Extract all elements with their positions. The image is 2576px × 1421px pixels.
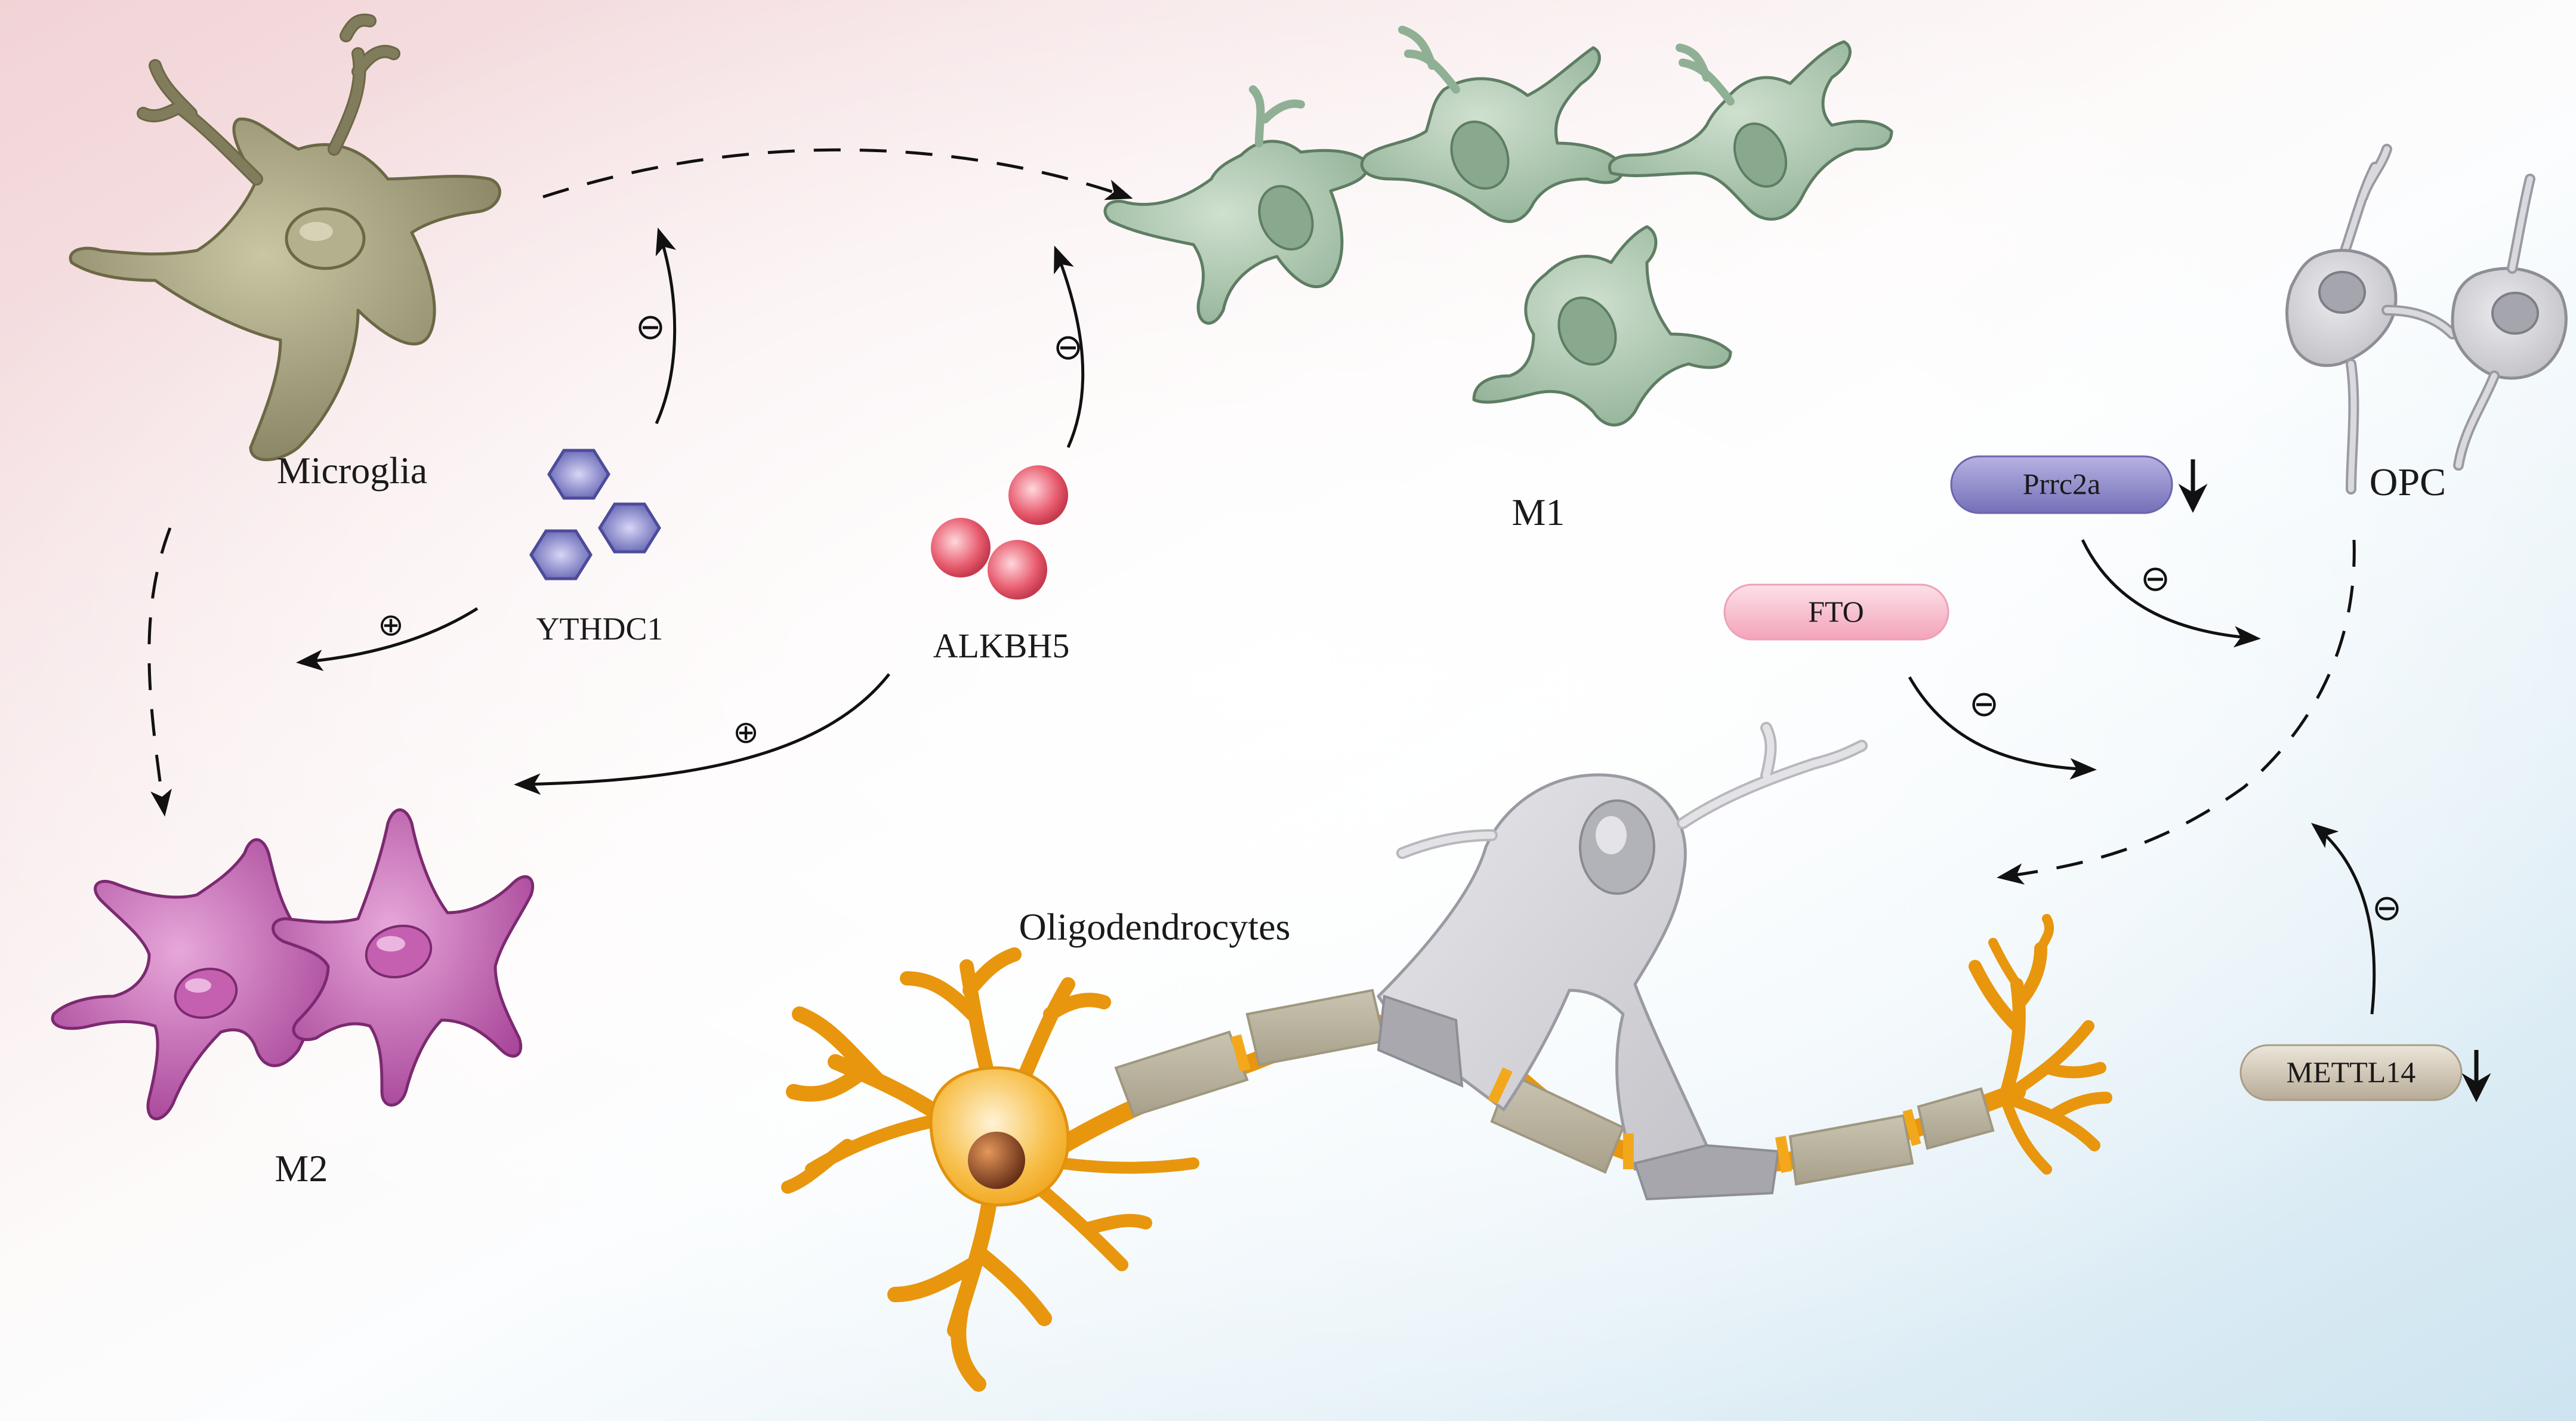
fto-to-opc-arrow	[1908, 676, 2097, 780]
neuron-nucleus	[968, 1132, 1025, 1189]
fto-pill: FTO	[1723, 583, 1949, 641]
m1-cell	[1608, 40, 1893, 221]
m2-cell	[51, 838, 336, 1120]
nodes-of-ranvier	[1230, 1034, 1921, 1173]
opc-label: OPC	[2370, 461, 2446, 504]
alkbh5-molecules	[931, 465, 1068, 600]
opc-cell	[2285, 144, 2458, 495]
solid-arrows	[296, 227, 2376, 1015]
plus-sign-icon: ⊕	[733, 715, 759, 750]
ythdc1-promotes-m2-arrow	[296, 607, 479, 671]
m2-label: M2	[275, 1147, 328, 1190]
alkbh5-inhibits-m1-arrow	[1054, 245, 1085, 449]
plus-sign-icon: ⊕	[378, 607, 404, 643]
m1-cell	[1360, 26, 1625, 223]
microglia-to-m2-arrow	[147, 527, 172, 817]
m1-cell	[1472, 225, 1732, 427]
minus-sign-icon: ⊖	[1969, 683, 1999, 725]
prrc2a-label: Prrc2a	[2023, 467, 2101, 501]
prrc2a-to-opc-arrow	[2081, 539, 2261, 648]
m1-cell	[1103, 85, 1369, 325]
dashed-arrows	[147, 148, 2356, 885]
mettl14-label: METTL14	[2287, 1055, 2416, 1089]
microglia-cell	[69, 13, 501, 462]
opc-to-oligodendrocyte-arrow	[1997, 539, 2356, 885]
minus-sign-icon: ⊖	[635, 306, 665, 348]
axon-terminals	[1969, 914, 2112, 1175]
oligodendrocyte-cell	[1377, 722, 1868, 1201]
minus-sign-icon: ⊖	[1053, 326, 1083, 368]
minus-sign-icon: ⊖	[2140, 558, 2170, 600]
ythdc1-inhibits-m1-arrow	[655, 227, 677, 425]
alkbh5-label: ALKBH5	[933, 626, 1070, 665]
m1-cell-cluster	[1103, 26, 1893, 427]
mettl14-to-opc-arrow	[2311, 823, 2376, 1015]
oligodendrocytes-label: Oligodendrocytes	[1019, 906, 1291, 948]
microglia-label: Microglia	[277, 449, 427, 492]
m2-cell-pair	[51, 808, 535, 1120]
microglia-to-m1-arrow	[542, 148, 1133, 200]
ythdc1-label: YTHDC1	[536, 611, 664, 647]
m2-cell	[272, 808, 535, 1107]
m1-label: M1	[1512, 491, 1565, 533]
opc-cell-pair	[2285, 144, 2568, 495]
mettl14-pill: METTL14	[2239, 1044, 2463, 1101]
prrc2a-pill: Prrc2a	[1950, 455, 2173, 514]
minus-sign-icon: ⊖	[2372, 887, 2402, 929]
myelinated-neuron	[781, 722, 2112, 1392]
fto-label: FTO	[1808, 595, 1864, 628]
opc-cell	[2451, 174, 2568, 471]
alkbh5-promotes-m2-arrow	[514, 673, 890, 795]
ythdc1-molecules	[529, 449, 661, 580]
